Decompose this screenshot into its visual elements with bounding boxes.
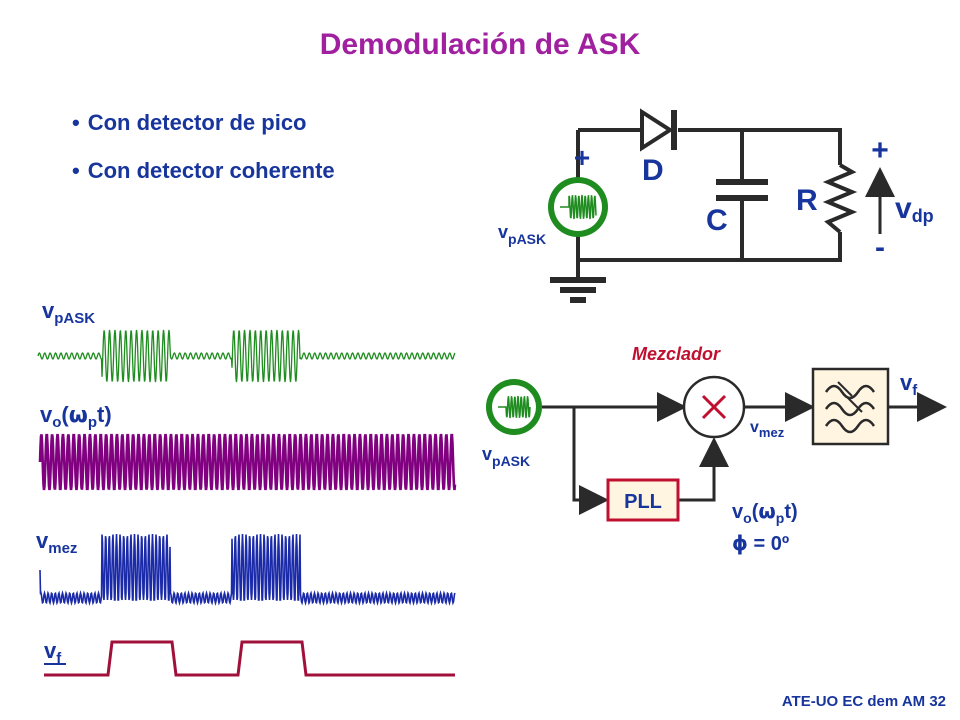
source-symbol-peak — [548, 177, 608, 237]
output-voltage-label: vdp — [895, 192, 934, 226]
wire-top-right — [678, 128, 842, 165]
phase-label: ϕ = 0º — [732, 531, 789, 555]
mixer-title: Mezclador — [632, 344, 721, 364]
capacitor-symbol — [716, 179, 768, 201]
output-minus-sign: - — [875, 231, 885, 264]
peak-detector-circuit — [576, 128, 842, 278]
pll-output-label: vo(ωpt) — [732, 499, 798, 526]
source-symbol-coherent — [486, 379, 542, 435]
diode-symbol — [640, 108, 677, 152]
resistor-label: R — [796, 184, 818, 217]
pll-label: PLL — [624, 491, 662, 513]
ground-symbol — [550, 277, 606, 303]
waveform-label-vf: vf — [44, 638, 62, 667]
waveform-label-vpask: vpASK — [42, 298, 95, 327]
bullet-list: Con detector de pico Con detector cohere… — [72, 108, 335, 204]
pll-block: PLL — [606, 478, 680, 522]
waveform-label-vo: vo(ωpt) — [40, 402, 112, 431]
waveform-vf — [44, 640, 455, 677]
waveform-vmez — [39, 533, 456, 606]
bullet-coherent-detector: Con detector coherente — [72, 156, 335, 204]
bullet-peak-detector: Con detector de pico — [72, 108, 335, 156]
filter-output-label: vf — [900, 370, 918, 399]
capacitor-label: C — [706, 204, 728, 237]
mixer-symbol — [682, 375, 746, 439]
waveform-vpask — [37, 329, 456, 383]
wire-bottom — [576, 232, 842, 262]
waveform-label-vmez: vmez — [36, 528, 77, 557]
output-plus-sign: + — [871, 134, 889, 167]
coherent-wiring — [542, 392, 947, 515]
source-label-coherent: vpASK — [482, 444, 530, 469]
page-title: Demodulación de ASK — [319, 28, 641, 61]
resistor-symbol — [822, 163, 858, 234]
lowpass-filter-symbol — [811, 367, 890, 446]
mixer-output-label: vmez — [750, 419, 785, 440]
waveform-vo — [38, 433, 457, 491]
source-label-peak: vpASK — [498, 222, 546, 247]
diode-label: D — [642, 154, 664, 187]
footer-slide-id: ATE-UO EC dem AM 32 — [781, 693, 946, 710]
source-plus-sign: + — [574, 142, 590, 173]
